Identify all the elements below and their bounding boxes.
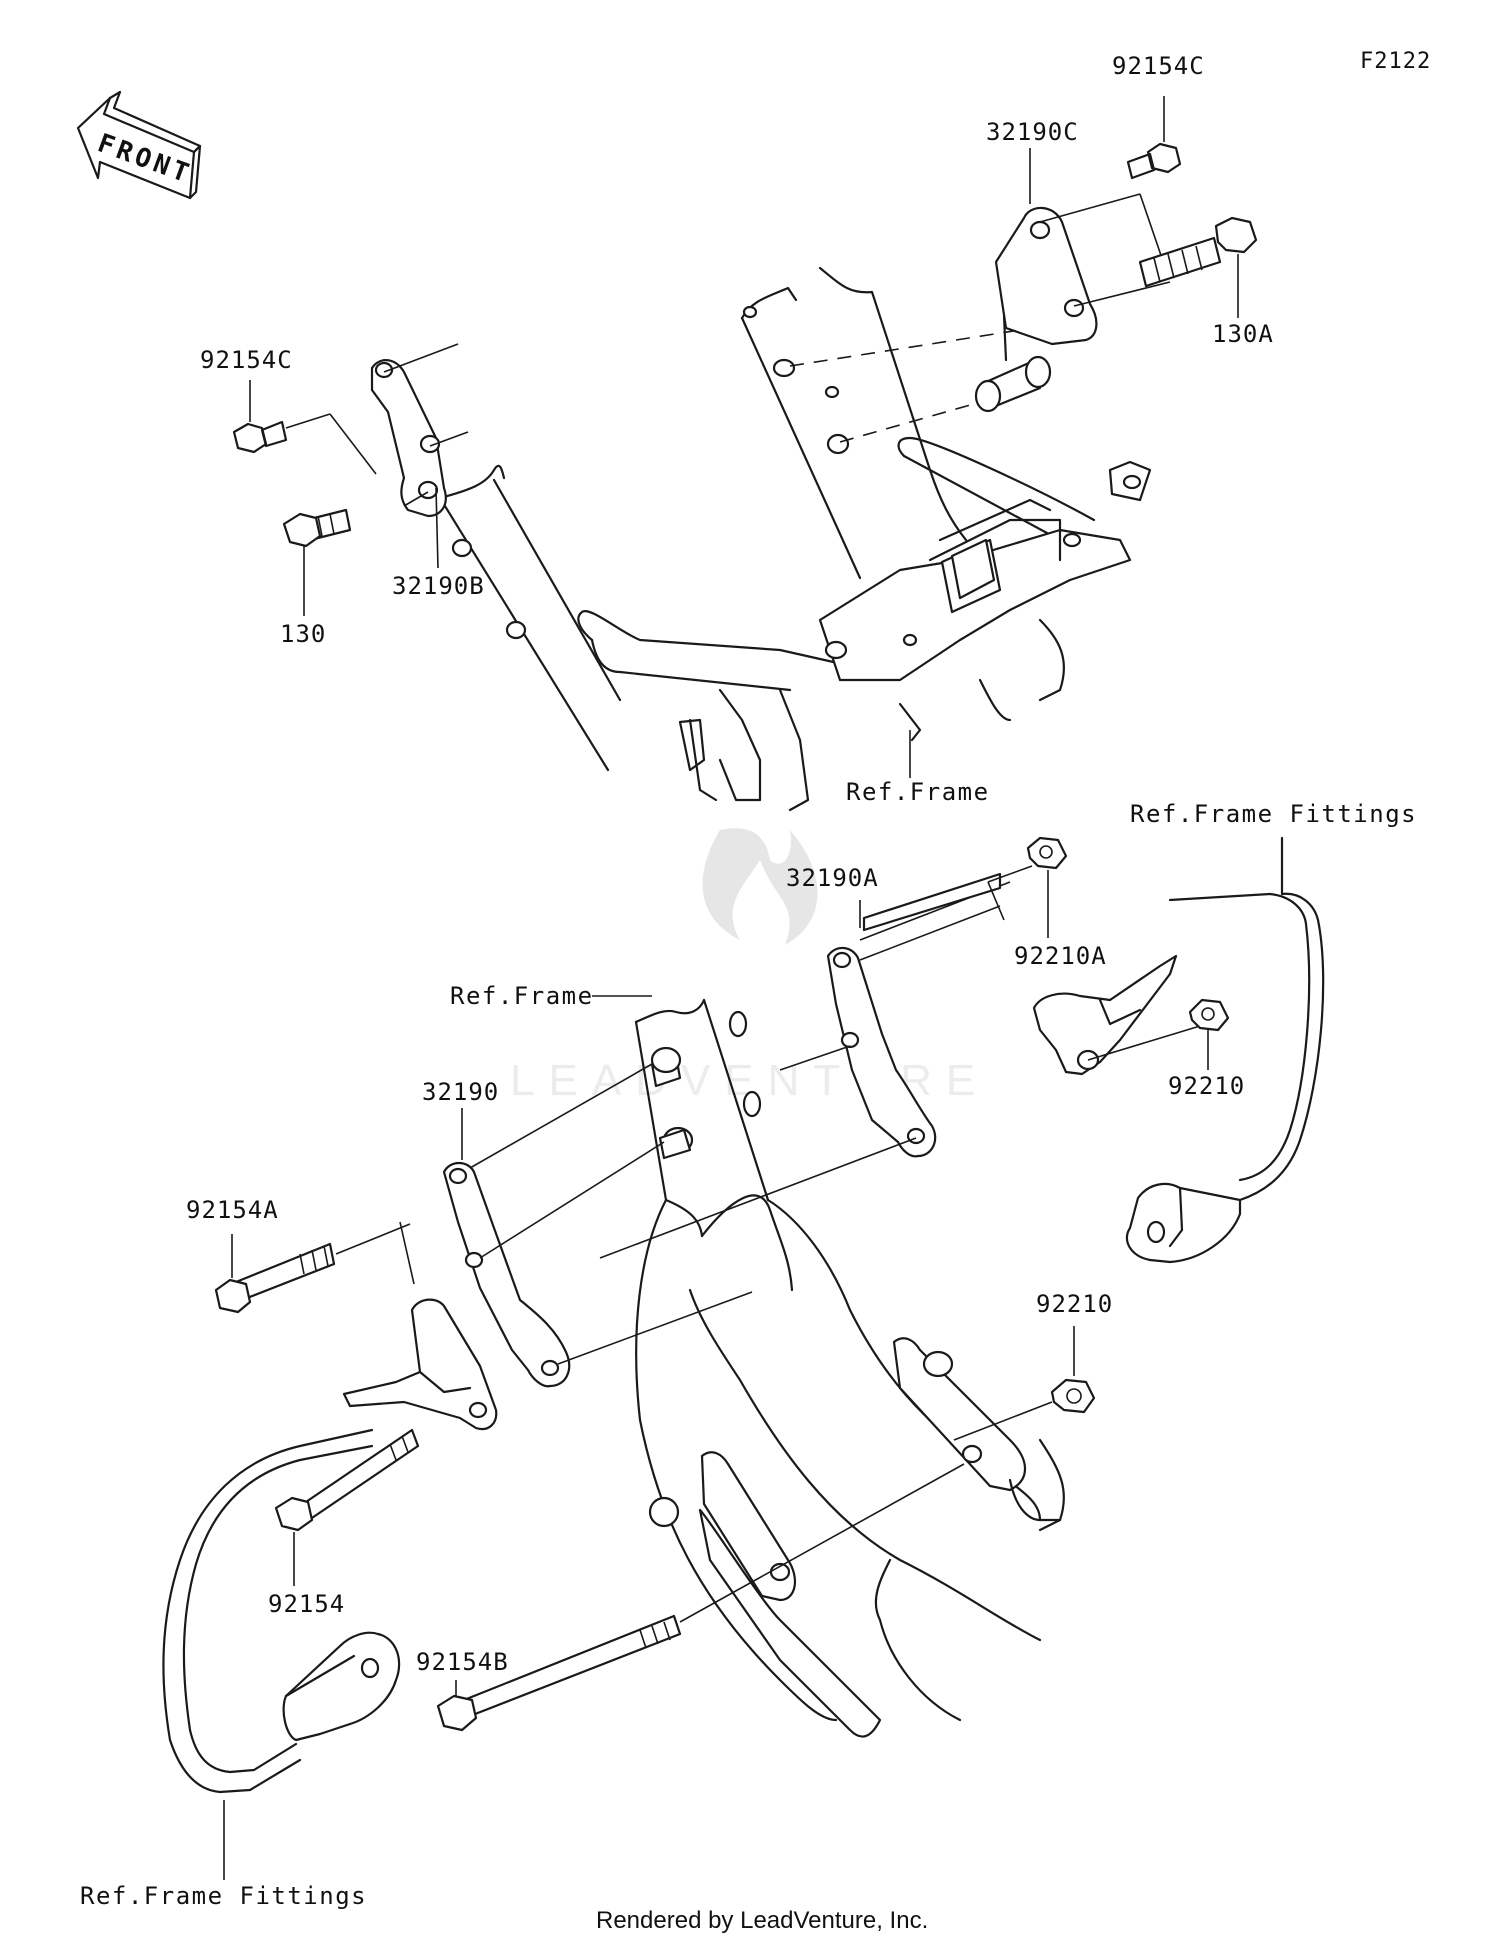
label-92154b: 92154B	[416, 1648, 509, 1676]
bolt-130a	[1138, 216, 1258, 318]
label-130a: 130A	[1212, 320, 1274, 348]
label-92210a: 92210A	[1014, 942, 1107, 970]
frame-fitting-right	[1032, 836, 1325, 1264]
bolt-92154c-left	[232, 380, 331, 454]
bracket-32190b	[329, 343, 469, 569]
upper-frame	[438, 266, 1152, 812]
leadventure-watermark: LEADVENTURE	[510, 828, 975, 1105]
front-arrow-icon: FRONT	[76, 90, 202, 200]
frame-fitting-left	[162, 1298, 498, 1880]
label-92154: 92154	[268, 1590, 345, 1618]
bolt-92154	[274, 1428, 420, 1586]
label-32190: 32190	[422, 1078, 499, 1106]
label-32190c: 32190C	[986, 118, 1079, 146]
credit-text: Rendered by LeadVenture, Inc.	[596, 1907, 928, 1934]
bolt-92154a	[214, 1223, 411, 1314]
label-92154c-left: 92154C	[200, 346, 293, 374]
label-32190a: 32190A	[786, 864, 879, 892]
label-92210-lower: 92210	[1036, 1290, 1113, 1318]
nut-92210a	[987, 836, 1068, 938]
bracket-32190	[399, 1063, 753, 1388]
label-92210-right: 92210	[1168, 1072, 1245, 1100]
nut-92210-lower	[953, 1326, 1096, 1441]
label-92154c-top: 92154C	[1112, 52, 1205, 80]
label-130: 130	[280, 620, 326, 648]
label-92154a: 92154A	[186, 1196, 279, 1224]
label-32190b: 32190B	[392, 572, 485, 600]
bracket-32190c	[974, 193, 1171, 413]
ref-frame-fittings-right: Ref.Frame Fittings	[1130, 800, 1417, 828]
ref-frame-lower: Ref.Frame	[450, 982, 594, 1010]
bolt-130	[282, 508, 352, 616]
ref-frame-fittings-left: Ref.Frame Fittings	[80, 1882, 367, 1910]
diagram-code: F2122	[1360, 49, 1431, 74]
bolt-92154b	[436, 1463, 965, 1732]
lower-frame	[634, 998, 1065, 1738]
nut-92210-right	[1188, 998, 1230, 1070]
bolt-92154c-top	[1126, 96, 1182, 180]
ref-frame-upper: Ref.Frame	[846, 778, 990, 806]
bracket-32190a	[599, 872, 1011, 1259]
